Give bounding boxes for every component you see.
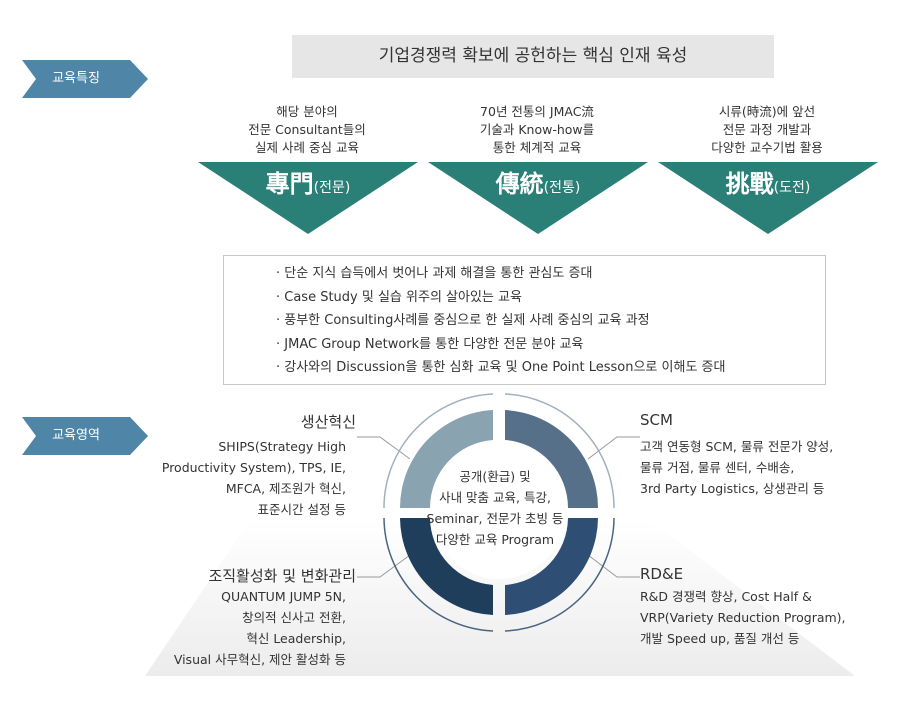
feature-tradition: 傳統(전통) — [428, 162, 648, 234]
segment-rde — [505, 518, 598, 615]
key-point: JMAC Group Network를 통한 다양한 전문 분야 교육 — [276, 333, 825, 357]
key-point: 풍부한 Consulting사례를 중심으로 한 실제 사례 중심의 교육 과정 — [276, 309, 825, 333]
connector-bottom-left — [357, 554, 411, 578]
area-desc-scm: 고객 연동형 SCM, 물류 전문가 양성,물류 거점, 물류 센터, 수배송,… — [640, 439, 834, 496]
feature-challenge: 挑戰(도전) — [658, 162, 878, 234]
area-desc-rde: R&D 경쟁력 향상, Cost Half &VRP(Variety Reduc… — [640, 589, 846, 646]
key-point: 단순 지식 습득에서 벗어나 과제 해결을 통한 관심도 증대 — [276, 262, 825, 286]
tag-features: 교육특징 — [22, 60, 150, 98]
key-points-box: 단순 지식 습득에서 벗어나 과제 해결을 통한 관심도 증대 Case Stu… — [223, 255, 826, 385]
connector-top-right — [587, 436, 640, 460]
area-title-rde: RD&E — [640, 565, 684, 583]
segment-organization — [400, 518, 493, 615]
segment-scm — [505, 410, 599, 508]
key-point: Case Study 및 실습 위주의 살아있는 교육 — [276, 286, 825, 310]
area-title-organization: 조직활성화 및 변화관리 — [208, 567, 356, 585]
key-point: 강사와의 Discussion을 통한 심화 교육 및 One Point Le… — [276, 356, 825, 380]
connector-top-left — [357, 436, 411, 460]
headline: 기업경쟁력 확보에 공헌하는 핵심 인재 육성 — [292, 35, 774, 78]
area-title-scm: SCM — [640, 411, 673, 429]
feature-expertise: 專門(전문) — [198, 162, 418, 234]
tag-areas: 교육영역 — [22, 417, 150, 455]
area-title-production: 생산혁신 — [300, 413, 356, 431]
segment-production — [399, 410, 493, 508]
connector-bottom-right — [587, 554, 640, 578]
area-desc-organization: QUANTUM JUMP 5N,창의적 신사고 전환,혁신 Leadership… — [173, 589, 346, 667]
